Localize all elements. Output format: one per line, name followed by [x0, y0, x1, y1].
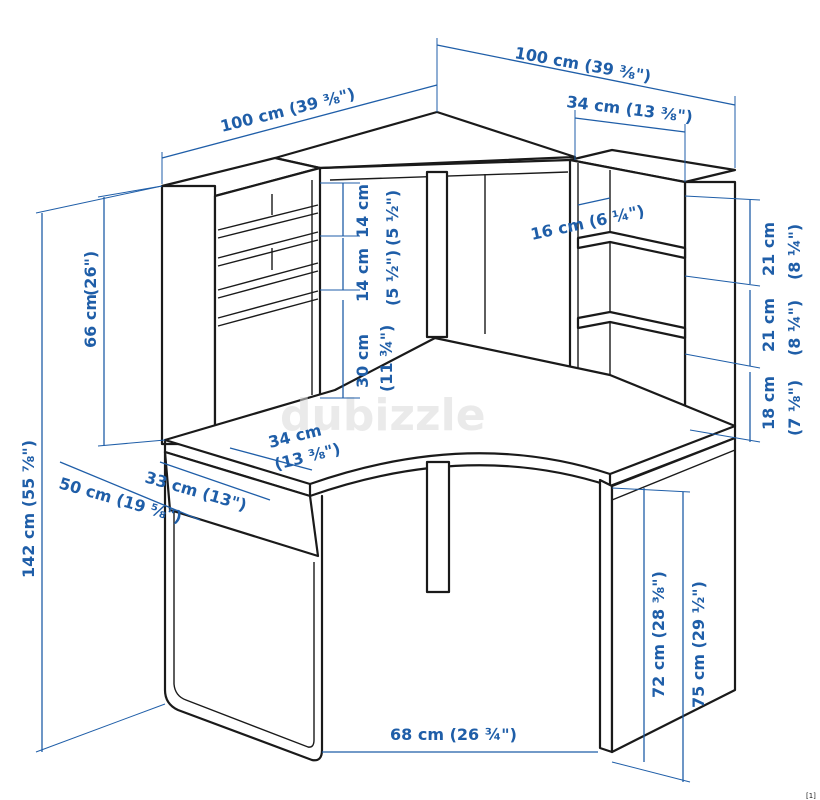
- desk-top-front-edge: [308, 464, 612, 498]
- dim-right-shelf-depth: [577, 197, 611, 206]
- right-tower-side: [683, 180, 737, 428]
- label-drawer-height-in: (11 ¾"): [377, 325, 396, 392]
- label-total-height: 142 cm (55 ⅞"): [19, 440, 38, 578]
- ext-desk-floor: [611, 761, 691, 783]
- right-leg-front: [598, 478, 614, 754]
- label-shelf-depth-top: 34 cm (13 ⅜"): [566, 92, 694, 126]
- label-right-mid-in: (8 ¼"): [785, 300, 804, 356]
- label-top-left-width: 100 cm (39 ⅜"): [218, 84, 357, 136]
- left-side-frame: [163, 450, 324, 762]
- ext-total-bottom: [35, 703, 166, 753]
- label-cubby-upper-in: (5 ½"): [383, 190, 402, 246]
- dim-desk-depth-33: [159, 461, 271, 501]
- desk-top-surface: [163, 336, 737, 486]
- ext-right-1: [684, 195, 761, 201]
- right-leg-side: [610, 436, 737, 754]
- ext-hutch-top: [97, 185, 163, 198]
- label-right-low-in: (7 ⅛"): [785, 380, 804, 436]
- label-right-upper-in: (8 ¼"): [785, 224, 804, 280]
- ext-hutch-bottom: [97, 439, 166, 447]
- left-drawer-top: [217, 290, 319, 319]
- left-drawer-top-b: [217, 298, 319, 327]
- dim-desk-depth-50: [59, 461, 201, 521]
- label-right-mid-cm: 21 cm: [759, 298, 778, 352]
- ext-desk-top: [611, 487, 691, 493]
- dim-shelf-depth-top: [574, 117, 686, 133]
- hutch-back-inner: [329, 171, 569, 181]
- label-cubby-lower-in: (5 ½"): [383, 250, 402, 306]
- ext-right-4: [689, 429, 761, 443]
- label-right-low-cm: 18 cm: [759, 376, 778, 430]
- ext-right-2: [684, 275, 761, 287]
- left-shelf-3b: [217, 270, 319, 299]
- right-shelf-2: [576, 310, 687, 340]
- hutch-top-surface: [273, 110, 577, 170]
- left-shelf-1b: [217, 212, 319, 239]
- dim-left-unit-depth: [229, 447, 313, 471]
- left-tower-side: [160, 184, 217, 446]
- left-shelf-1: [217, 204, 319, 231]
- dimension-labels: 100 cm (39 ⅜") 100 cm (39 ⅜") 34 cm (13 …: [19, 43, 816, 800]
- label-desk-height-75: 75 cm (29 ½"): [689, 581, 708, 708]
- label-right-upper-cm: 21 cm: [759, 222, 778, 276]
- center-back-post: [425, 170, 449, 339]
- label-hutch-height-cm: 66 cm: [81, 294, 100, 348]
- left-shelf-2: [217, 231, 319, 259]
- label-cubby-lower-cm: 14 cm: [353, 248, 372, 302]
- left-frame-top: [163, 450, 320, 558]
- left-shelf-3: [217, 262, 319, 291]
- right-leg-top-trim: [611, 449, 736, 501]
- label-desk-height-72: 72 cm (28 ⅜"): [649, 571, 668, 698]
- dimension-lines: [35, 38, 761, 783]
- label-leg-gap: 68 cm (26 ¾"): [390, 725, 517, 744]
- label-drawer-height-cm: 30 cm: [353, 334, 372, 388]
- hutch-back-edge: [318, 158, 572, 170]
- dim-top-left-width: [161, 84, 438, 159]
- watermark-text: dubizzle: [280, 390, 486, 441]
- dim-top-right-width: [436, 44, 736, 106]
- right-shelf-1: [576, 230, 687, 260]
- ext-right-3: [684, 353, 761, 369]
- label-top-right-width: 100 cm (39 ⅜"): [513, 43, 652, 86]
- center-front-leg: [425, 460, 451, 594]
- ext-total-top: [35, 185, 163, 214]
- label-hutch-height-in: (26"): [81, 251, 100, 296]
- left-shelf-2b: [217, 239, 319, 267]
- label-cubby-upper-cm: 14 cm: [353, 184, 372, 238]
- corner-mark: [1]: [806, 792, 816, 800]
- left-side-frame-inner: [173, 512, 315, 748]
